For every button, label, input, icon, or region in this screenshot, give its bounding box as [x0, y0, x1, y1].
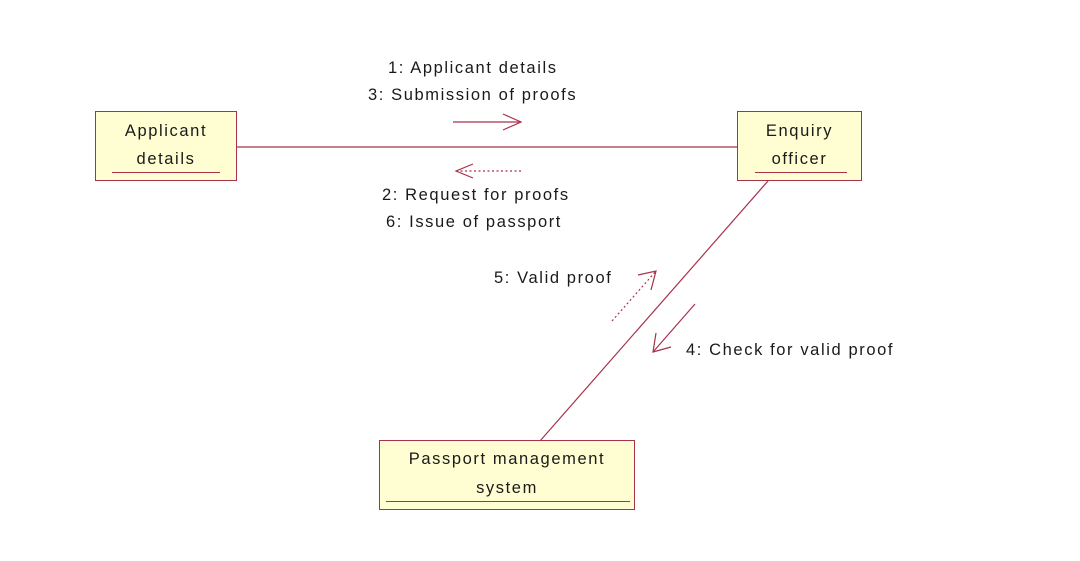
message-label-3: 3: Submission of proofs: [368, 86, 578, 104]
object-passport-management-system[interactable]: Passport management system: [379, 440, 635, 510]
message-label-2: 2: Request for proofs: [382, 186, 570, 204]
message-label-6: 6: Issue of passport: [386, 213, 562, 231]
message-label-1: 1: Applicant details: [388, 59, 558, 77]
object-enquiry-underline: [755, 172, 847, 173]
object-applicant-name-line1: Applicant: [124, 122, 208, 140]
object-applicant-details[interactable]: Applicant details: [95, 111, 237, 181]
message-arrow-up-dotted: [611, 270, 657, 322]
message-arrow-down-solid: [652, 303, 696, 353]
message-label-5: 5: Valid proof: [494, 269, 613, 287]
link-enquiry-passport: [539, 180, 769, 442]
object-enquiry-officer[interactable]: Enquiry officer: [737, 111, 862, 181]
object-passport-underline: [386, 501, 630, 502]
object-enquiry-name-line2: officer: [771, 150, 828, 168]
message-arrow-right-solid: [453, 113, 523, 131]
message-label-4: 4: Check for valid proof: [686, 341, 895, 359]
object-passport-name-line1: Passport management: [408, 450, 606, 468]
object-applicant-underline: [112, 172, 220, 173]
object-applicant-name-line2: details: [136, 150, 196, 168]
object-enquiry-name-line1: Enquiry: [765, 122, 834, 140]
message-arrow-left-dotted: [454, 163, 521, 179]
object-passport-name-line2: system: [476, 479, 538, 497]
